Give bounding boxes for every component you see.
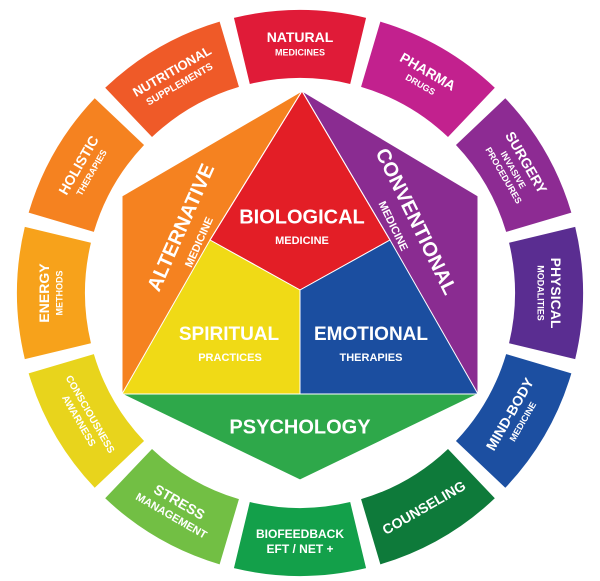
segment-surgery-shape bbox=[455, 98, 572, 232]
segment-consciousness-shape bbox=[28, 354, 145, 488]
segment-energy-shape bbox=[17, 226, 91, 360]
segment-physical-shape bbox=[509, 226, 583, 360]
segment-mind-body-shape bbox=[455, 354, 572, 488]
segment-stress-shape bbox=[105, 448, 239, 565]
segment-pharma-shape bbox=[361, 21, 495, 138]
spiritual-subtitle: PRACTICES bbox=[198, 352, 262, 364]
emotional-subtitle: THERAPIES bbox=[340, 352, 403, 364]
segment-natural-shape bbox=[233, 10, 367, 84]
segment-counseling: COUNSELING bbox=[361, 448, 495, 565]
segment-counseling-shape bbox=[361, 448, 495, 565]
emotional-title: EMOTIONAL bbox=[314, 324, 428, 345]
psychology-title: PSYCHOLOGY bbox=[229, 416, 371, 438]
segment-physical-title: PHYSICAL bbox=[548, 258, 564, 329]
biological-subtitle: MEDICINE bbox=[275, 235, 329, 247]
segment-nutritional-shape bbox=[105, 21, 239, 138]
segment-natural-title: NATURAL bbox=[267, 29, 334, 45]
segment-biofeedback-shape bbox=[233, 502, 367, 576]
spiritual-title: SPIRITUAL bbox=[179, 324, 280, 345]
segment-energy-subtitle: METHODS bbox=[54, 271, 64, 316]
segment-biofeedback-subtitle: EFT / NET + bbox=[266, 542, 333, 556]
segment-natural-subtitle: MEDICINES bbox=[275, 47, 325, 57]
center-hexagon: BIOLOGICAL MEDICINE SPIRITUAL PRACTICES … bbox=[121, 89, 479, 481]
segment-energy-title: ENERGY bbox=[36, 263, 52, 323]
segment-natural: NATURAL MEDICINES bbox=[233, 10, 367, 84]
biological-title: BIOLOGICAL bbox=[239, 206, 365, 228]
segment-holistic-shape bbox=[28, 98, 145, 232]
emotional-region bbox=[299, 239, 479, 395]
segment-physical-subtitle: MODALITIES bbox=[536, 265, 546, 321]
segment-biofeedback-title: BIOFEEDBACK bbox=[256, 527, 344, 541]
